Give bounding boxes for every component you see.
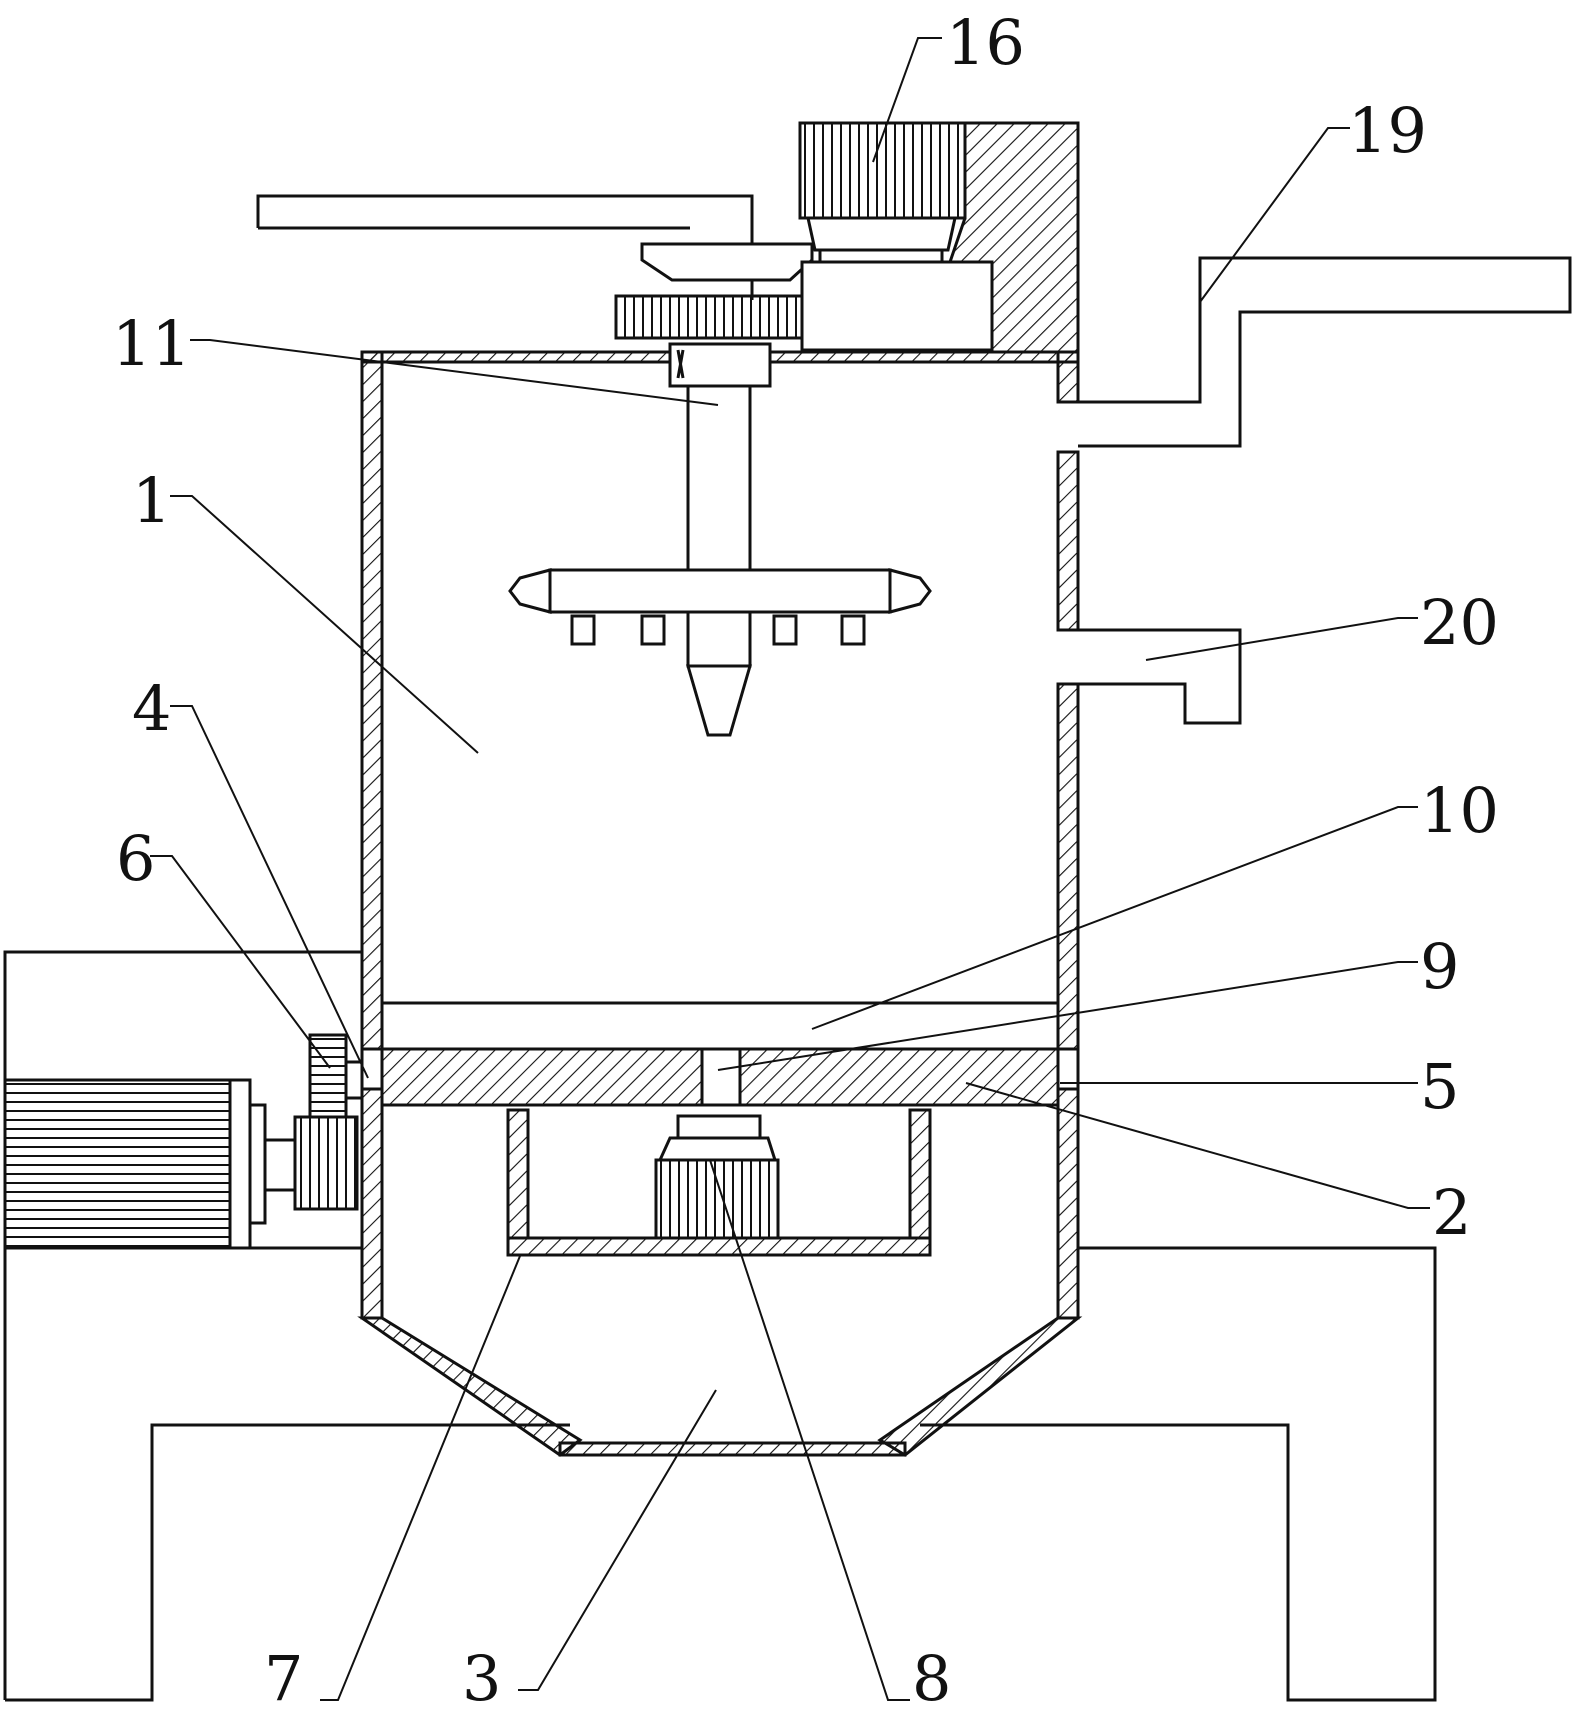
label-11: 11 bbox=[112, 307, 191, 380]
label-1: 1 bbox=[132, 464, 171, 537]
label-3: 3 bbox=[462, 1642, 501, 1707]
filter-layer bbox=[380, 1001, 1060, 1051]
leader-lines bbox=[150, 37, 1430, 1701]
label-4: 4 bbox=[132, 672, 171, 745]
label-9: 9 bbox=[1420, 930, 1459, 1003]
label-8: 8 bbox=[912, 1642, 951, 1707]
reference-labels: 16 19 11 1 20 4 10 6 9 5 2 7 3 8 bbox=[112, 6, 1499, 1712]
side-motor bbox=[3, 1033, 364, 1250]
outlet-pipe-20 bbox=[1078, 628, 1242, 725]
top-gear-train bbox=[256, 194, 994, 352]
label-2: 2 bbox=[1432, 1176, 1471, 1249]
label-10: 10 bbox=[1420, 774, 1499, 847]
rotating-plate bbox=[360, 1047, 1080, 1107]
inner-box bbox=[506, 1103, 932, 1257]
label-5: 5 bbox=[1420, 1050, 1459, 1123]
stirring-shaft bbox=[508, 342, 932, 737]
label-20: 20 bbox=[1420, 586, 1499, 659]
outlet-pipe-19 bbox=[1078, 256, 1572, 448]
label-6: 6 bbox=[116, 822, 155, 895]
motor-8 bbox=[654, 1114, 780, 1240]
label-19: 19 bbox=[1348, 94, 1427, 167]
label-7: 7 bbox=[264, 1642, 303, 1707]
motor-16 bbox=[798, 121, 1080, 354]
label-16: 16 bbox=[946, 6, 1025, 79]
